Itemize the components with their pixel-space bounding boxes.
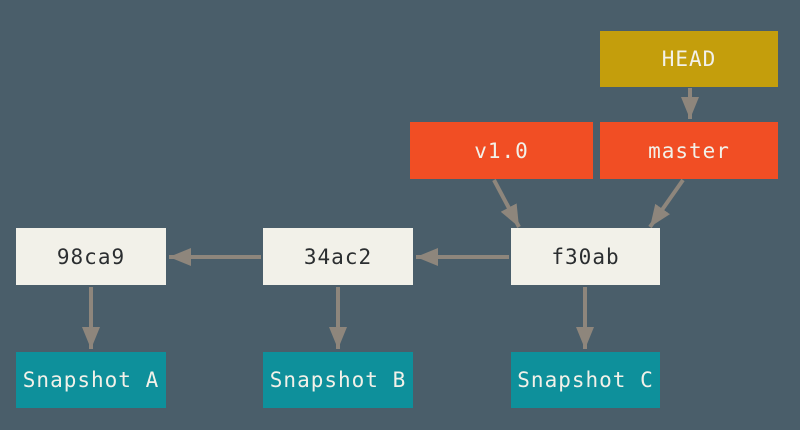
snapshot-b-node: Snapshot B	[263, 352, 413, 408]
commit-34ac2-node: 34ac2	[263, 228, 413, 285]
head-pointer-node: HEAD	[600, 31, 778, 87]
arrow-master-to-f30ab	[648, 178, 685, 229]
snapshot-c-node: Snapshot C	[511, 352, 660, 408]
commit-98ca9-node: 98ca9	[16, 228, 166, 285]
tag-v1-0-node: v1.0	[410, 122, 593, 179]
arrow-v1-0-to-f30ab	[492, 179, 521, 228]
branch-master-node: master	[600, 122, 778, 179]
snapshot-a-node: Snapshot A	[16, 352, 166, 408]
commit-f30ab-node: f30ab	[511, 228, 660, 285]
